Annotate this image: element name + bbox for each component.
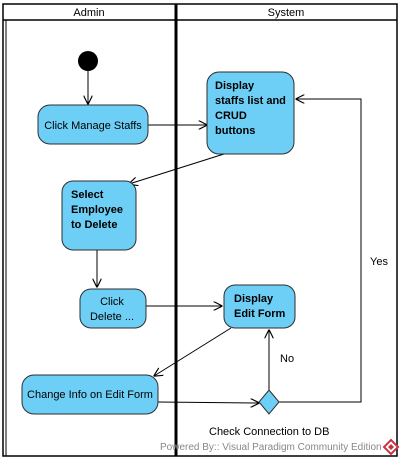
action-display-staffs-list-line-1: Display	[215, 80, 255, 92]
edges	[88, 71, 362, 403]
action-display-edit-form: Display Edit Form	[223, 284, 296, 329]
action-click-manage-staffs-label: Click Manage Staffs	[44, 120, 142, 132]
action-select-employee-line-1: Select	[71, 189, 104, 201]
edge-display-list-to-select-employee	[129, 153, 225, 184]
action-display-staffs-list-line-2: staffs list and	[215, 95, 286, 107]
action-display-edit-form-line-2: Edit Form	[234, 308, 286, 320]
action-select-employee: Select Employee to Delete	[61, 180, 137, 251]
footer-powered-by: Powered By:: Visual Paradigm Community E…	[160, 442, 382, 453]
lane-title-admin: Admin	[73, 7, 104, 19]
action-select-employee-line-2: Employee	[71, 204, 123, 216]
action-select-employee-line-3: to Delete	[71, 219, 117, 231]
decision-node	[258, 389, 280, 415]
edge-decision-yes-to-display-list	[279, 99, 362, 403]
action-click-delete: Click Delete ...	[79, 288, 147, 329]
guard-label-yes: Yes	[370, 256, 388, 268]
action-change-info-label: Change Info on Edit Form	[27, 389, 153, 401]
edge-change-info-to-decision	[157, 402, 259, 403]
lane-title-system: System	[268, 7, 305, 19]
action-change-info: Change Info on Edit Form	[21, 374, 159, 415]
edge-display-edit-form-to-change-info	[154, 327, 232, 376]
swimlane-frame	[2, 3, 398, 457]
decision-label: Check Connection to DB	[209, 426, 329, 438]
action-display-staffs-list-line-3: CRUD	[215, 110, 247, 122]
action-click-manage-staffs: Click Manage Staffs	[37, 104, 149, 145]
action-display-staffs-list: Display staffs list and CRUD buttons	[206, 71, 295, 155]
action-click-delete-line-1: Click	[100, 296, 124, 308]
guard-label-no: No	[280, 353, 294, 365]
initial-node	[78, 51, 98, 71]
action-display-staffs-list-line-4: buttons	[215, 125, 255, 137]
action-click-delete-line-2: Delete ...	[90, 311, 134, 323]
visual-paradigm-logo-icon	[382, 438, 400, 456]
action-display-edit-form-line-1: Display	[234, 293, 274, 305]
